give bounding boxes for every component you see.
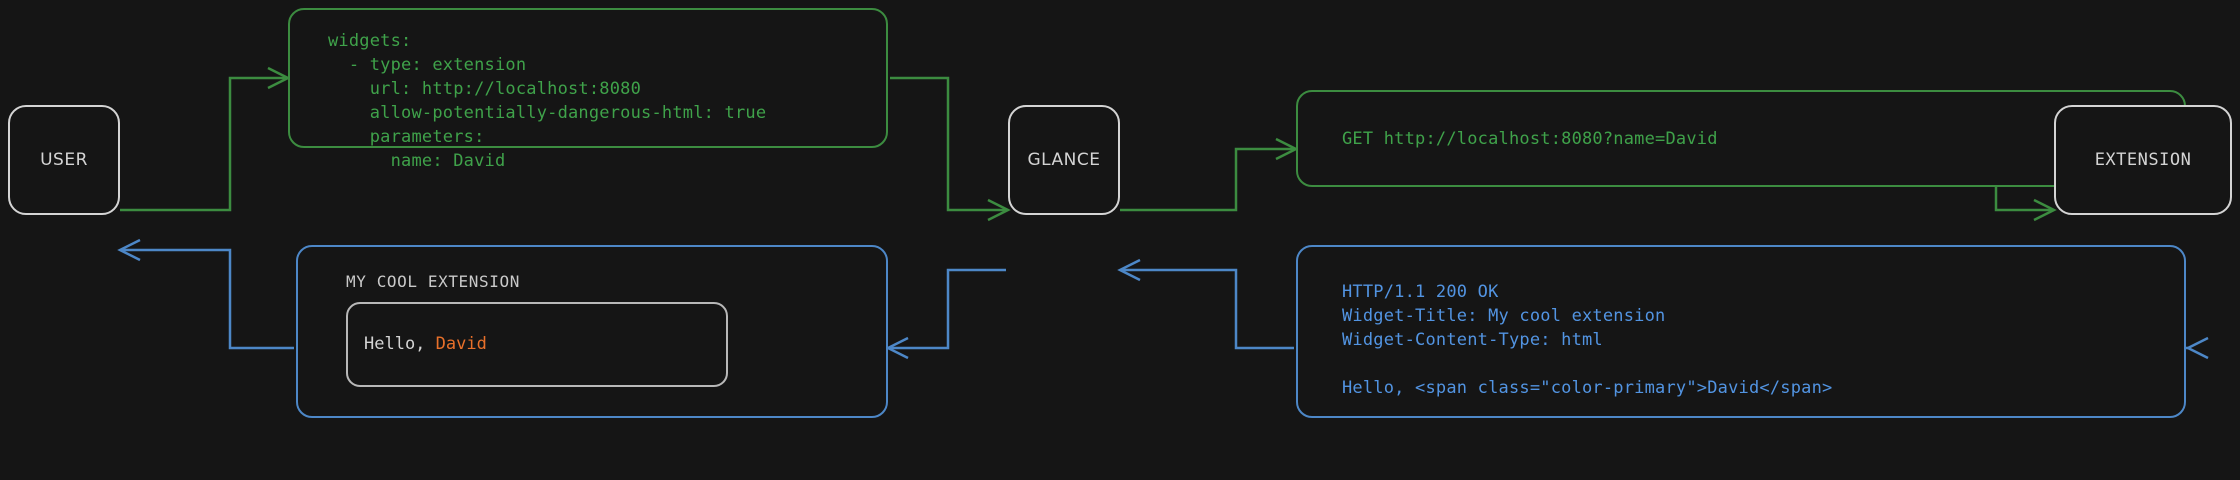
node-extension[interactable]: EXTENSION [2054,105,2232,215]
rendered-widget-body-box: Hello, David [346,302,728,387]
edge-glance-to-widget [890,268,1006,350]
panel-get-request: GET http://localhost:8080?name=David [1296,90,2186,187]
edge-glance-to-get [1120,147,1294,212]
arrowhead-glance-to-get [1275,137,1299,161]
http-response-code: HTTP/1.1 200 OK Widget-Title: My cool ex… [1342,282,1833,398]
rendered-widget-body-prefix: Hello, [364,334,436,354]
panel-http-response: HTTP/1.1 200 OK Widget-Title: My cool ex… [1296,245,2186,418]
arrowhead-widget-to-user [117,238,141,262]
edge-widget-to-user [122,248,294,350]
panel-rendered-widget: MY COOL EXTENSION Hello, David [296,245,888,418]
edge-yaml-to-glance [890,76,1006,212]
get-request-code: GET http://localhost:8080?name=David [1342,129,1718,149]
edge-response-to-glance [1122,268,1294,350]
rendered-widget-body-accent: David [435,334,487,354]
panel-yaml-config: widgets: - type: extension url: http://l… [288,8,888,171]
rendered-widget-body-text: Hello, David [364,334,487,354]
yaml-config-code: widgets: - type: extension url: http://l… [328,31,767,171]
node-extension-label: EXTENSION [2094,150,2192,170]
node-user-label: USER [40,150,88,170]
rendered-widget-title: MY COOL EXTENSION [346,272,520,291]
node-glance[interactable]: GLANCE [1008,105,1120,215]
arrowhead-yaml-to-glance [987,198,1011,222]
arrowhead-glance-to-widget [885,336,909,360]
node-user[interactable]: USER [8,105,120,215]
edge-user-to-yaml [120,76,286,212]
arrowhead-extension-to-response [2185,336,2209,360]
arrowhead-user-to-yaml [267,66,291,90]
node-glance-label: GLANCE [1027,150,1101,170]
arrowhead-response-to-glance [1117,258,1141,282]
arrowhead-get-to-extension [2033,198,2057,222]
